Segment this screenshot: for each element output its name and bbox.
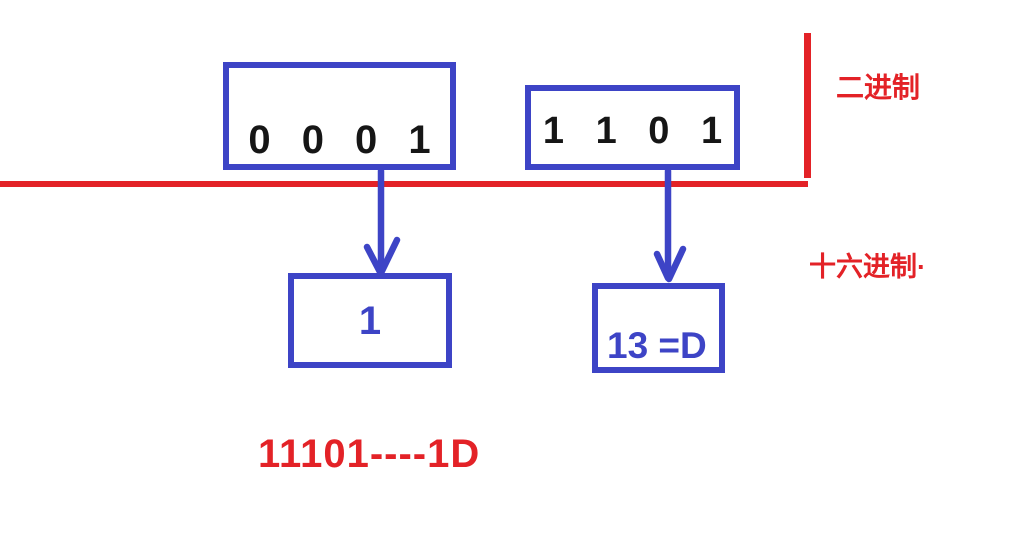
conversion-summary-text: 11101----1D <box>258 432 481 476</box>
down-arrow-icon <box>363 167 401 277</box>
binary-nibble-box-high: 0 0 0 1 <box>223 62 456 170</box>
hex-value-low: 13 =D <box>607 325 707 366</box>
binary-nibble-high-bits: 0 0 0 1 <box>248 118 431 162</box>
down-arrow-icon <box>653 167 687 283</box>
binary-side-bracket-line <box>804 33 811 178</box>
hex-system-label: 十六进制· <box>809 252 926 282</box>
binary-nibble-box-low: 1 1 0 1 <box>525 85 740 170</box>
binary-nibble-low-bits: 1 1 0 1 <box>542 109 723 152</box>
hex-value-high: 1 <box>358 298 382 343</box>
binary-system-label: 二进制 <box>836 72 921 103</box>
hex-value-box-high: 1 <box>288 273 452 368</box>
horizontal-divider-line <box>0 181 808 187</box>
hex-value-box-low: 13 =D <box>592 283 725 373</box>
